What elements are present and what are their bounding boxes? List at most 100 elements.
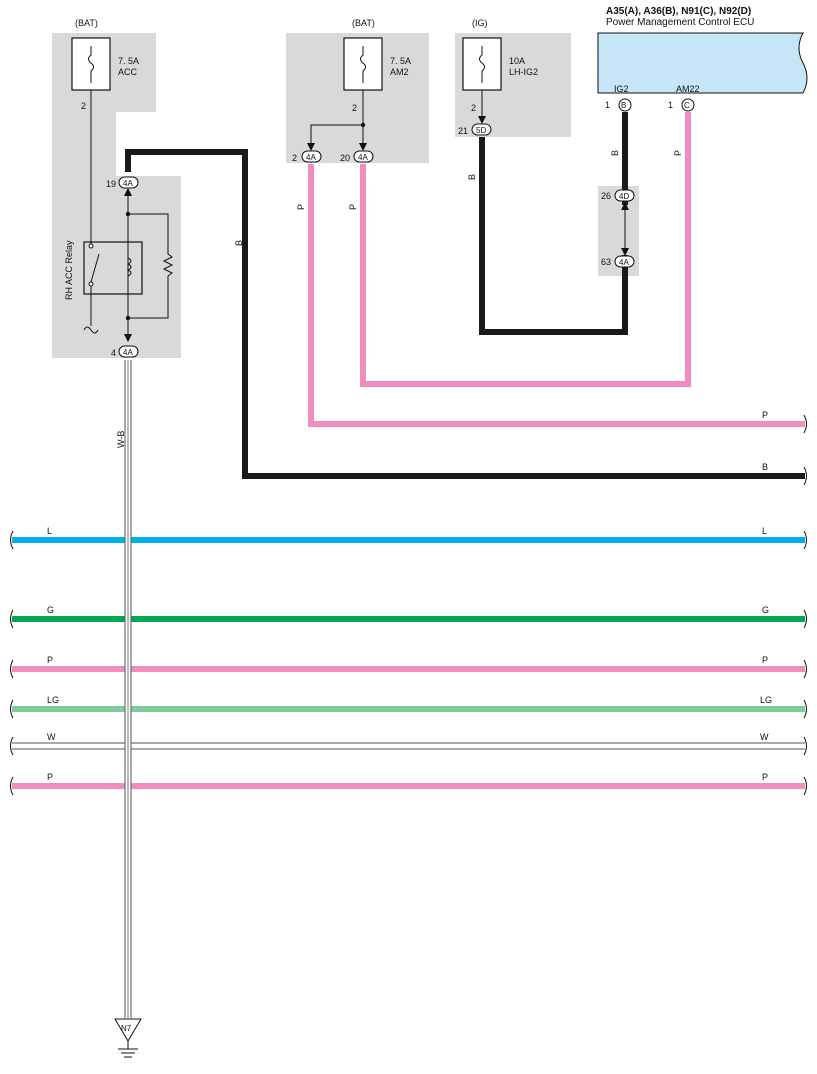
fuse-icon bbox=[88, 46, 94, 83]
b-ig-wire-label: B bbox=[467, 174, 477, 180]
break-l-left bbox=[10, 530, 14, 550]
connector-20-4a: 20 4A bbox=[340, 150, 374, 163]
connector-21-5d: 21 5D bbox=[458, 123, 492, 136]
ground-triangle bbox=[114, 1018, 142, 1042]
break-p-mid-left bbox=[10, 659, 14, 679]
b-relay-wire-label: B bbox=[234, 240, 244, 246]
horizontal-buses bbox=[12, 149, 805, 789]
resistor-icon bbox=[128, 213, 174, 319]
break-p-low-right bbox=[803, 776, 807, 796]
connector-arrow-icon bbox=[621, 202, 629, 210]
connector-19-4a: 19 4A bbox=[106, 176, 139, 196]
relay-switch-icon bbox=[90, 253, 100, 283]
connector-arrow-icon bbox=[307, 143, 315, 151]
connector-19-code: 4A bbox=[123, 179, 133, 188]
connector-4-pin: 4 bbox=[111, 348, 116, 358]
ecu-pin-am22-code: C bbox=[684, 101, 690, 110]
connector-arrow-icon bbox=[359, 143, 367, 151]
break-p-low-left bbox=[10, 776, 14, 796]
ecu-name: Power Management Control ECU bbox=[606, 17, 754, 28]
ground-label: N7 bbox=[121, 1024, 132, 1033]
bus-g-right-label: G bbox=[762, 605, 769, 615]
connector-20-code: 4A bbox=[358, 153, 368, 162]
bus-p-top bbox=[308, 164, 805, 427]
p-am2-left-label: P bbox=[296, 204, 306, 210]
connector-2-pin: 2 bbox=[292, 153, 297, 163]
ground-n7: N7 bbox=[114, 1018, 142, 1058]
break-lg-right bbox=[803, 699, 807, 719]
connector-63-pin: 63 bbox=[601, 257, 611, 267]
bus-l-right-label: L bbox=[762, 526, 767, 536]
am2-fuse-source: (BAT) bbox=[352, 18, 375, 28]
break-b-top-right bbox=[803, 466, 807, 486]
ecu-body bbox=[597, 32, 808, 94]
bus-g-left-label: G bbox=[47, 605, 54, 615]
p-am2-right-label: P bbox=[348, 204, 358, 210]
relay-name: RH ACC Relay bbox=[64, 240, 74, 300]
ecu-pin-am22-label: AM22 bbox=[676, 84, 700, 94]
acc-fuse-name: ACC bbox=[118, 67, 138, 77]
connector-19-pin: 19 bbox=[106, 179, 116, 189]
fuse-icon bbox=[479, 46, 485, 83]
bus-labels: P B L L G G P P LG LG W W P P bbox=[47, 410, 772, 782]
acc-fuse-rating: 7. 5A bbox=[118, 56, 139, 66]
am2-fuse-rating: 7. 5A bbox=[390, 56, 411, 66]
bus-l-left-label: L bbox=[47, 526, 52, 536]
ecu-pin-am22: AM22 1 C bbox=[668, 84, 700, 112]
break-w-left bbox=[10, 736, 14, 756]
lh-ig2-fuse-rating: 10A bbox=[509, 56, 525, 66]
connector-2-4a: 2 4A bbox=[292, 150, 322, 163]
break-l-right bbox=[803, 530, 807, 550]
bus-b-top-right-label: B bbox=[762, 462, 768, 472]
ecu-pin-ig2-code: B bbox=[621, 101, 626, 110]
ecu-pin-ig2-number: 1 bbox=[605, 100, 610, 110]
acc-fuse-source: (BAT) bbox=[75, 18, 98, 28]
b-ecu-wire-label: B bbox=[610, 150, 620, 156]
break-p-mid-right bbox=[803, 659, 807, 679]
p-ecu-wire-label: P bbox=[673, 150, 683, 156]
connector-21-pin: 21 bbox=[458, 126, 468, 136]
connector-2-code: 4A bbox=[306, 153, 316, 162]
break-g-right bbox=[803, 609, 807, 629]
bus-p-mid-left-label: P bbox=[47, 655, 53, 665]
connector-20-pin: 20 bbox=[340, 153, 350, 163]
rh-acc-relay: RH ACC Relay bbox=[64, 190, 174, 338]
am2-fuse-name: AM2 bbox=[390, 67, 409, 77]
bus-w-right-label: W bbox=[760, 732, 769, 742]
relay-coil-icon bbox=[126, 257, 132, 277]
fuse-icon bbox=[360, 46, 366, 83]
bus-p-top-right-label: P bbox=[762, 410, 768, 420]
am2-fuse: (BAT) 7. 5A AM2 2 bbox=[307, 18, 411, 151]
connector-4-code: 4A bbox=[123, 348, 133, 357]
junction-4d-4a: 26 4D 63 4A bbox=[601, 189, 635, 268]
wb-wire-label: W-B bbox=[116, 431, 126, 448]
connector-26-code: 4D bbox=[619, 192, 629, 201]
break-lg-left bbox=[10, 699, 14, 719]
bus-w-left-label: W bbox=[47, 732, 56, 742]
connector-arrow-icon bbox=[124, 334, 132, 342]
break-w-right bbox=[803, 736, 807, 756]
bus-p-low-left-label: P bbox=[47, 772, 53, 782]
connector-63-code: 4A bbox=[619, 258, 629, 267]
break-g-left bbox=[10, 609, 14, 629]
relay-body bbox=[83, 241, 143, 295]
connector-arrow-icon bbox=[621, 248, 629, 256]
lh-ig2-fuse: (IG) 10A LH-IG2 2 bbox=[462, 18, 538, 124]
lh-ig2-fuse-source: (IG) bbox=[472, 18, 488, 28]
connector-4-4a: 4 4A bbox=[111, 334, 139, 358]
wb-ground-wire: W-B bbox=[116, 360, 132, 1018]
ecu-codes: A35(A), A36(B), N91(C), N92(D) bbox=[606, 6, 751, 17]
connector-21-code: 5D bbox=[476, 126, 486, 135]
lh-ig2-fuse-pin: 2 bbox=[471, 103, 476, 113]
ecu-pin-ig2: IG2 1 B bbox=[605, 84, 632, 112]
bus-p-low-right-label: P bbox=[762, 772, 768, 782]
acc-fuse-pin: 2 bbox=[81, 101, 86, 111]
lh-ig2-fuse-name: LH-IG2 bbox=[509, 67, 538, 77]
bus-lg-left-label: LG bbox=[47, 695, 59, 705]
acc-fuse-relay-box bbox=[52, 33, 181, 358]
ecu-pin-am22-number: 1 bbox=[668, 100, 673, 110]
acc-fuse: (BAT) 7. 5A ACC 2 bbox=[71, 18, 139, 244]
break-p-top-right bbox=[803, 414, 807, 434]
p-wire-am2-to-ecu bbox=[360, 112, 691, 387]
